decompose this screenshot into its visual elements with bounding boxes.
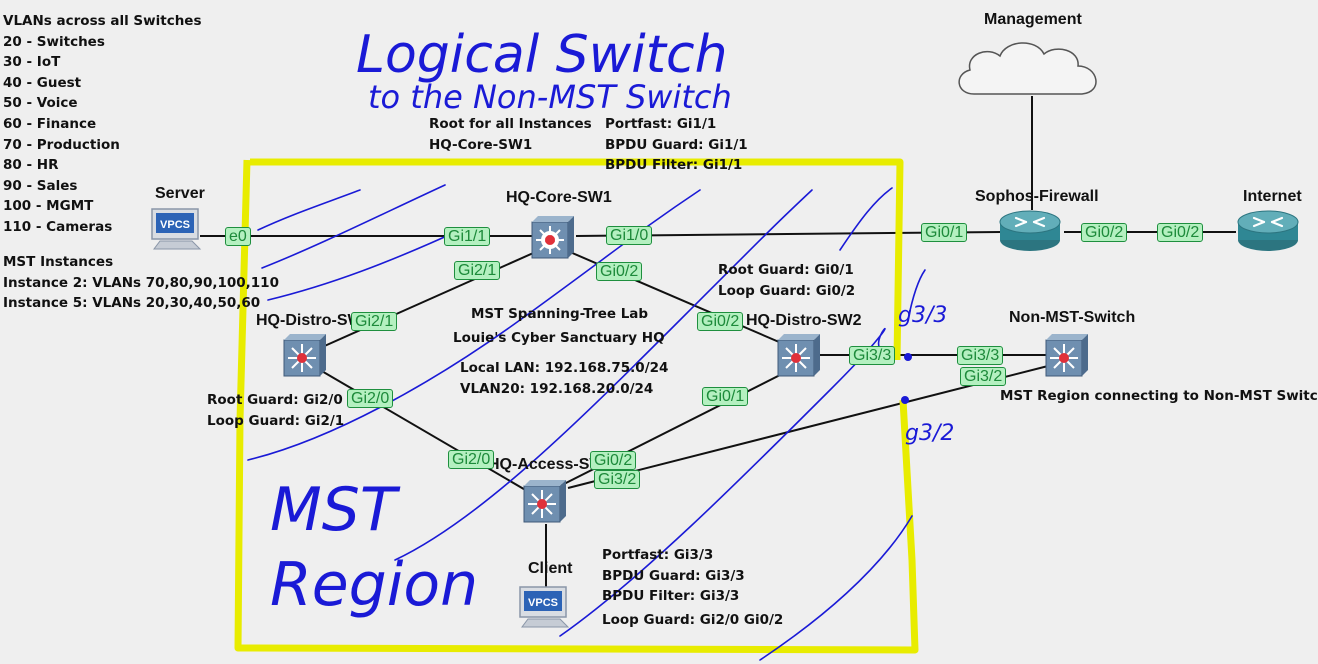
nonmst-label: Non-MST-Switch (1009, 309, 1136, 326)
core-note-line: Root for all Instances (429, 116, 592, 132)
vlan-notes: VLANs across all Switches 20 - Switches … (3, 11, 202, 238)
handwritten-title-2: to the Non-MST Switch (368, 78, 732, 116)
vlan-item: 60 - Finance (3, 115, 97, 132)
mst-instance: Instance 2: VLANs 70,80,90,100,110 (3, 274, 279, 291)
access-notes: Portfast: Gi3/3 BPDU Guard: Gi3/3 BPDU F… (602, 545, 783, 630)
port-label-internet-gi0-2[interactable]: Gi0/2 (1157, 223, 1204, 242)
lan-note-line: VLAN20: 192.168.20.0/24 (460, 380, 654, 397)
ink-dot-g3-2 (901, 396, 909, 404)
distro1-notes: Root Guard: Gi2/0 Loop Guard: Gi2/1 (207, 390, 344, 431)
distro1-switch-icon[interactable] (282, 334, 326, 378)
port-label-access-gi3-2[interactable]: Gi3/2 (594, 470, 641, 489)
port-label-fw-gi0-1[interactable]: Gi0/1 (921, 223, 968, 242)
port-label-core-gi1-1[interactable]: Gi1/1 (444, 227, 491, 246)
handwritten-title-1: Logical Switch (356, 25, 728, 85)
access-note-line: BPDU Guard: Gi3/3 (602, 567, 745, 584)
lan-note-line: Local LAN: 192.168.75.0/24 (460, 360, 669, 376)
core-port-note-line: BPDU Guard: Gi1/1 (605, 136, 748, 153)
vlan-item: 110 - Cameras (3, 218, 113, 235)
firewall-label: Sophos-Firewall (975, 188, 1099, 205)
link-core-distro1[interactable] (319, 249, 541, 349)
distro1-note-line: Loop Guard: Gi2/1 (207, 412, 345, 429)
port-label-core-gi1-0[interactable]: Gi1/0 (606, 226, 653, 245)
core-port-notes: Portfast: Gi1/1 BPDU Guard: Gi1/1 BPDU F… (605, 114, 748, 176)
port-label-d1-gi2-0[interactable]: Gi2/0 (347, 389, 394, 408)
port-label-core-gi2-1[interactable]: Gi2/1 (454, 261, 501, 280)
vlan-item: 70 - Production (3, 136, 120, 153)
link-access-nonmst[interactable] (567, 365, 1049, 489)
distro2-note-line: Root Guard: Gi0/1 (718, 262, 854, 278)
mst-notes-heading: MST Instances (3, 254, 114, 270)
lan-notes: Local LAN: 192.168.75.0/24 VLAN20: 192.1… (460, 358, 668, 399)
client-label: Client (528, 560, 573, 577)
distro1-note-line: Root Guard: Gi2/0 (207, 392, 343, 408)
vlan-item: 90 - Sales (3, 177, 78, 194)
client-pc-icon[interactable]: VPCS (518, 585, 572, 629)
mst-notes: MST Instances Instance 2: VLANs 70,80,90… (3, 252, 279, 314)
port-label-server-e0[interactable]: e0 (225, 227, 251, 246)
client-vpcs-text: VPCS (528, 597, 558, 609)
access-note-line: Loop Guard: Gi2/0 Gi0/2 (602, 611, 784, 628)
access-switch-icon[interactable] (522, 480, 566, 524)
server-vpcs-text: VPCS (160, 219, 190, 231)
distro1-label: HQ-Distro-SW1 (256, 312, 372, 329)
ink-dot-g3-3 (904, 353, 912, 361)
port-label-d1-gi2-1[interactable]: Gi2/1 (351, 312, 398, 331)
mst-region-highlight (234, 158, 919, 654)
ink-strokes (247, 184, 926, 661)
port-label-nonmst-gi3-2[interactable]: Gi3/2 (960, 367, 1007, 386)
port-label-d2-gi0-2[interactable]: Gi0/2 (697, 312, 744, 331)
vlan-item: 40 - Guest (3, 74, 82, 91)
firewall-router-icon[interactable] (998, 210, 1062, 252)
handwriting: Logical Switch to the Non-MST Switch g3/… (270, 25, 954, 620)
core-label: HQ-Core-SW1 (506, 189, 612, 206)
distro2-notes: Root Guard: Gi0/1 Loop Guard: Gi0/2 (718, 260, 855, 301)
handwritten-g3-3: g3/3 (898, 303, 947, 328)
management-cloud-icon[interactable] (952, 36, 1106, 100)
mst-instance: Instance 5: VLANs 20,30,40,50,60 (3, 295, 261, 312)
distro2-switch-icon[interactable] (776, 334, 820, 378)
core-port-note-line: Portfast: Gi1/1 (605, 116, 717, 132)
access-note-line: Portfast: Gi3/3 (602, 547, 714, 563)
core-switch-icon[interactable] (530, 216, 574, 260)
access-label: HQ-Access-SW1 (488, 456, 614, 473)
internet-router-icon[interactable] (1236, 210, 1300, 252)
vlan-item: 50 - Voice (3, 95, 78, 112)
vlan-item: 30 - IoT (3, 54, 61, 71)
distro2-note-line: Loop Guard: Gi0/2 (718, 282, 856, 299)
nonmst-switch-icon[interactable] (1044, 334, 1088, 378)
lab-title: MST Spanning-Tree Lab (471, 306, 649, 322)
non-mst-note: MST Region connecting to Non-MST Switch (1000, 388, 1318, 404)
vlan-item: 100 - MGMT (3, 198, 94, 215)
handwritten-mst: MST (270, 475, 401, 545)
access-note-line: BPDU Filter: Gi3/3 (602, 588, 740, 605)
management-label: Management (984, 11, 1082, 28)
internet-label: Internet (1243, 188, 1302, 205)
vlan-item: 80 - HR (3, 157, 59, 174)
core-port-note-line: BPDU Filter: Gi1/1 (605, 157, 743, 174)
port-label-d2-gi3-3[interactable]: Gi3/3 (849, 346, 896, 365)
port-label-nonmst-gi3-3[interactable]: Gi3/3 (957, 346, 1004, 365)
handwritten-g3-2: g3/2 (905, 421, 954, 446)
port-label-access-gi2-0[interactable]: Gi2/0 (448, 450, 495, 469)
port-label-core-gi0-2[interactable]: Gi0/2 (596, 262, 643, 281)
port-label-access-gi0-2[interactable]: Gi0/2 (590, 451, 637, 470)
port-label-fw-gi0-2[interactable]: Gi0/2 (1081, 223, 1128, 242)
server-label: Server (155, 185, 205, 202)
vlan-notes-heading: VLANs across all Switches (3, 13, 202, 29)
server-pc-icon[interactable]: VPCS (150, 207, 204, 251)
distro2-label: HQ-Distro-SW2 (746, 312, 862, 329)
core-note-line: HQ-Core-SW1 (429, 136, 533, 153)
lab-notes: MST Spanning-Tree Lab Louie's Cyber Sanc… (453, 302, 665, 350)
port-label-d2-gi0-1[interactable]: Gi0/1 (702, 387, 749, 406)
lab-subtitle: Louie's Cyber Sanctuary HQ (453, 330, 665, 346)
handwritten-region: Region (270, 550, 478, 620)
vlan-item: 20 - Switches (3, 33, 105, 50)
core-notes: Root for all Instances HQ-Core-SW1 (429, 114, 592, 155)
